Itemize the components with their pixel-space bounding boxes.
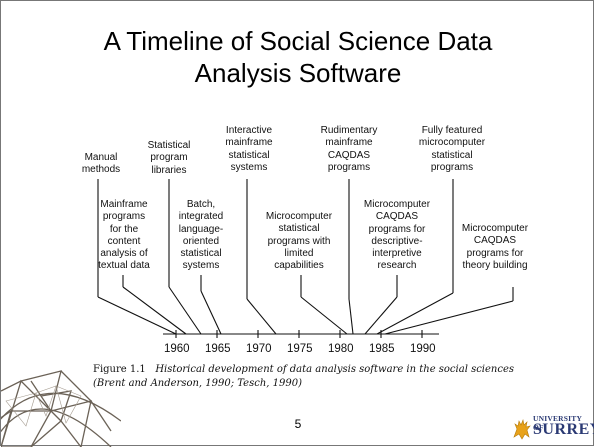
year-1965: 1965	[205, 343, 231, 355]
label-microcomputer-caqdas-descriptive: Microcomputer CAQDAS programs for descri…	[363, 199, 431, 272]
stag-crest-icon	[513, 418, 531, 440]
label-mainframe-content-analysis: Mainframe programs for the content analy…	[98, 199, 150, 272]
university-of-surrey-logo: UNIVERSITY OF SURREY	[511, 413, 594, 443]
label-batch-integrated-statistical-systems: Batch, integrated language- oriented sta…	[178, 199, 224, 272]
page-number: 5	[294, 417, 302, 431]
year-1990: 1990	[410, 343, 436, 355]
label-manual-methods: Manual methods	[81, 152, 121, 176]
title-line-2: Analysis Software	[194, 58, 402, 88]
label-interactive-mainframe-statistical-systems: Interactive mainframe statistical system…	[225, 125, 273, 173]
label-microcomputer-statistical-limited: Microcomputer statistical programs with …	[265, 211, 333, 272]
logo-line-1: UNIVERSITY OF	[533, 414, 582, 432]
label-microcomputer-caqdas-theory: Microcomputer CAQDAS programs for theory…	[461, 223, 529, 271]
logo-line-2: SURREY	[533, 421, 594, 438]
year-1960: 1960	[164, 343, 190, 355]
title-line-1: A Timeline of Social Science Data	[103, 26, 493, 56]
figure-caption: Figure 1.1 Historical development of dat…	[93, 363, 533, 391]
figure-caption-text: Historical development of data analysis …	[93, 364, 515, 389]
year-1975: 1975	[287, 343, 313, 355]
year-1970: 1970	[246, 343, 272, 355]
label-fully-featured-microcomputer-statistical-programs: Fully featured microcomputer statistical…	[418, 125, 486, 173]
label-rudimentary-mainframe-caqdas-programs: Rudimentary mainframe CAQDAS programs	[320, 125, 378, 173]
slide-title: A Timeline of Social Science Data Analys…	[41, 25, 555, 89]
label-statistical-program-libraries: Statistical program libraries	[147, 140, 191, 176]
figure-label: Figure 1.1	[93, 364, 146, 375]
year-1980: 1980	[328, 343, 354, 355]
year-1985: 1985	[369, 343, 395, 355]
geodesic-dome-image	[1, 370, 121, 447]
